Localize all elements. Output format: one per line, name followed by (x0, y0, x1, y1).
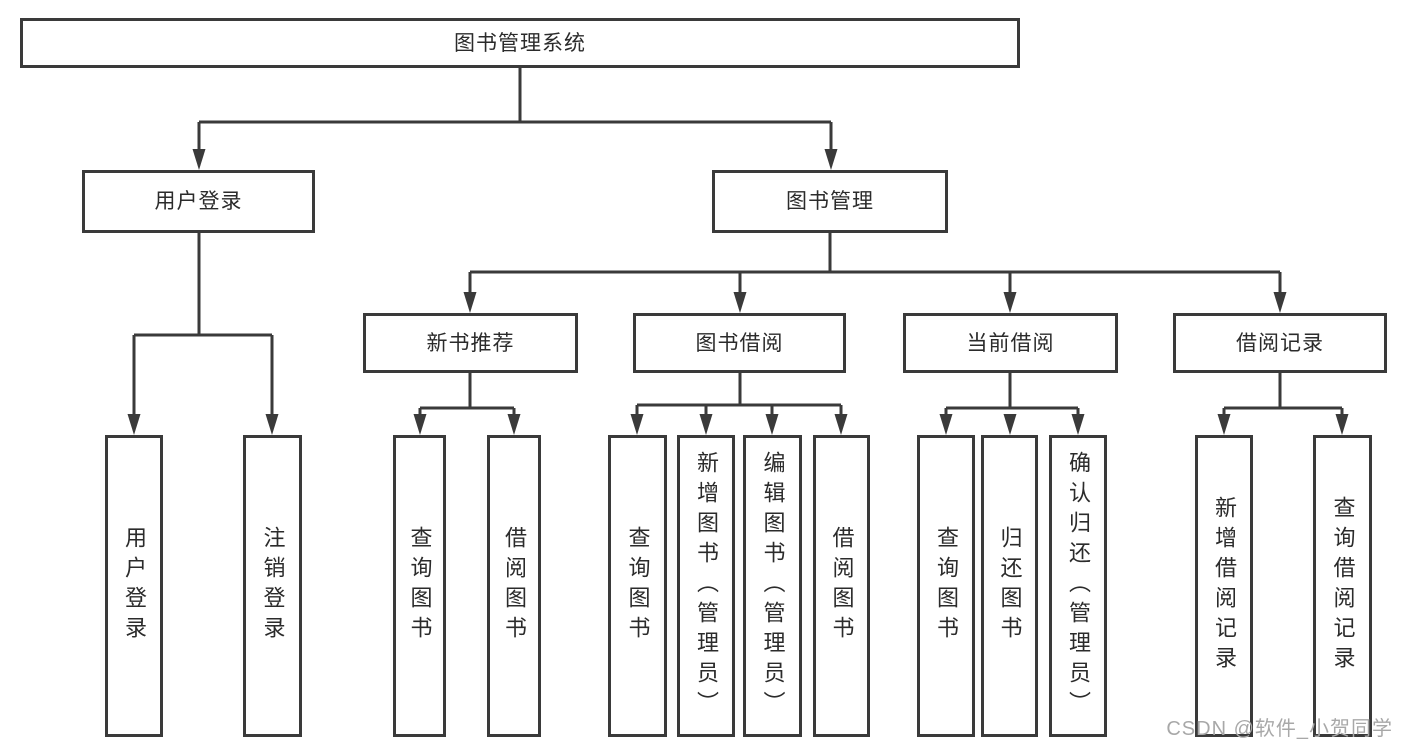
node-user-login: 用户登录 (82, 170, 315, 233)
node-current-confirm-return: 确认归还（管理员） (1049, 435, 1107, 737)
node-current-return-book: 归还图书 (981, 435, 1038, 737)
node-book-management: 图书管理 (712, 170, 948, 233)
node-records-query: 查询借阅记录 (1313, 435, 1372, 737)
csdn-watermark: CSDN @软件_小贺同学 (1166, 718, 1393, 740)
node-rec-query-book: 查询图书 (393, 435, 446, 737)
node-rec-borrow-book: 借阅图书 (487, 435, 541, 737)
node-records-add: 新增借阅记录 (1195, 435, 1253, 737)
node-borrow-edit-book: 编辑图书（管理员） (743, 435, 802, 737)
node-login-user: 用户登录 (105, 435, 163, 737)
node-borrow-records: 借阅记录 (1173, 313, 1387, 373)
node-current-query-book: 查询图书 (917, 435, 975, 737)
node-borrow-query-book: 查询图书 (608, 435, 667, 737)
node-current-borrow: 当前借阅 (903, 313, 1118, 373)
node-borrow-add-book: 新增图书（管理员） (677, 435, 735, 737)
node-new-book-recommend: 新书推荐 (363, 313, 578, 373)
node-borrow-do-borrow: 借阅图书 (813, 435, 870, 737)
node-book-borrow: 图书借阅 (633, 313, 846, 373)
node-login-logout: 注销登录 (243, 435, 302, 737)
node-root: 图书管理系统 (20, 18, 1020, 68)
